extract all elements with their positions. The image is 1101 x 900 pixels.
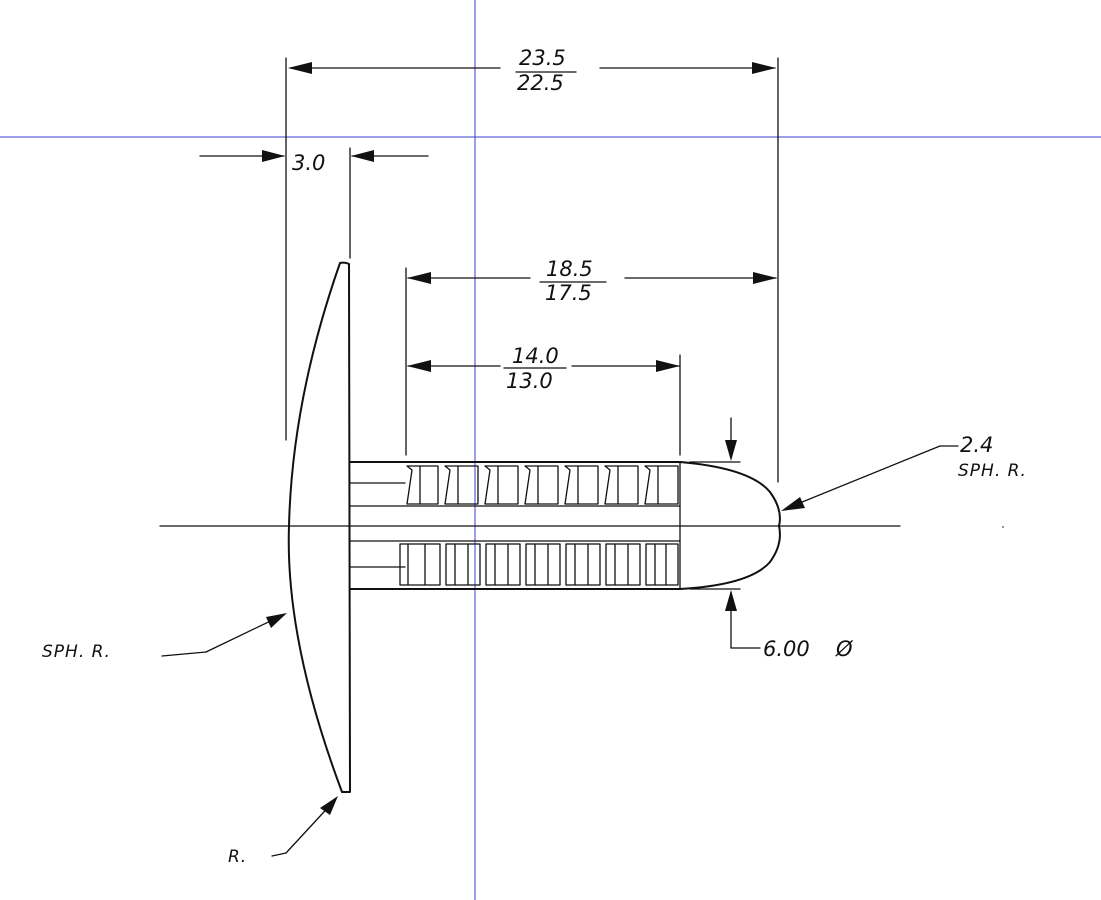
arrow-leader-icon [320, 796, 338, 815]
leader-head-radius: SPH. R. [42, 613, 287, 662]
arrow-up-icon [725, 590, 737, 611]
leader-edge-radius: R. [228, 796, 338, 867]
arrow-right-icon [753, 272, 777, 284]
arrow-right-icon [262, 150, 285, 162]
arrow-left-icon [407, 360, 431, 372]
arrow-leader-icon [781, 497, 805, 511]
shank-lower-outline [349, 525, 781, 590]
dimension-overall-length: 23.5 22.5 [288, 46, 776, 95]
tip-radius-note: SPH. R. [958, 461, 1027, 481]
edge-radius-note: R. [228, 847, 247, 867]
lower-ribs [399, 543, 679, 586]
fastener-part [287, 261, 781, 793]
arrow-down-icon [725, 440, 737, 461]
shank-upper-outline [349, 461, 781, 527]
overall-length-max: 23.5 [519, 46, 566, 70]
ribbed-length-min: 13.0 [506, 369, 553, 393]
dimension-diameter: 6.00 Ø [725, 417, 853, 661]
head-dome [287, 261, 351, 793]
diameter-value: 6.00 [763, 637, 810, 661]
head-thickness-value: 3.0 [292, 151, 325, 175]
scan-speck [1002, 526, 1004, 528]
dimension-shank-length: 18.5 17.5 [407, 257, 777, 305]
head-radius-note: SPH. R. [42, 642, 111, 662]
arrow-right-icon [656, 360, 680, 372]
shank-length-min: 17.5 [545, 281, 592, 305]
dimension-ribbed-length: 14.0 13.0 [407, 344, 680, 393]
diameter-symbol-icon: Ø [835, 637, 853, 661]
arrow-left-icon [407, 272, 431, 284]
overall-length-min: 22.5 [517, 71, 564, 95]
extension-lines [285, 57, 779, 590]
dimension-head-thickness: 3.0 [199, 150, 429, 175]
arrow-right-icon [752, 62, 776, 74]
leader-tip-radius: 2.4 SPH. R. [781, 433, 1027, 511]
tip-radius-value: 2.4 [960, 433, 993, 457]
upper-ribs [406, 465, 679, 505]
arrow-left-icon [288, 62, 312, 74]
shank-length-max: 18.5 [546, 257, 593, 281]
arrow-leader-icon [266, 613, 287, 628]
ribbed-length-max: 14.0 [512, 344, 559, 368]
arrow-left-icon [351, 150, 374, 162]
